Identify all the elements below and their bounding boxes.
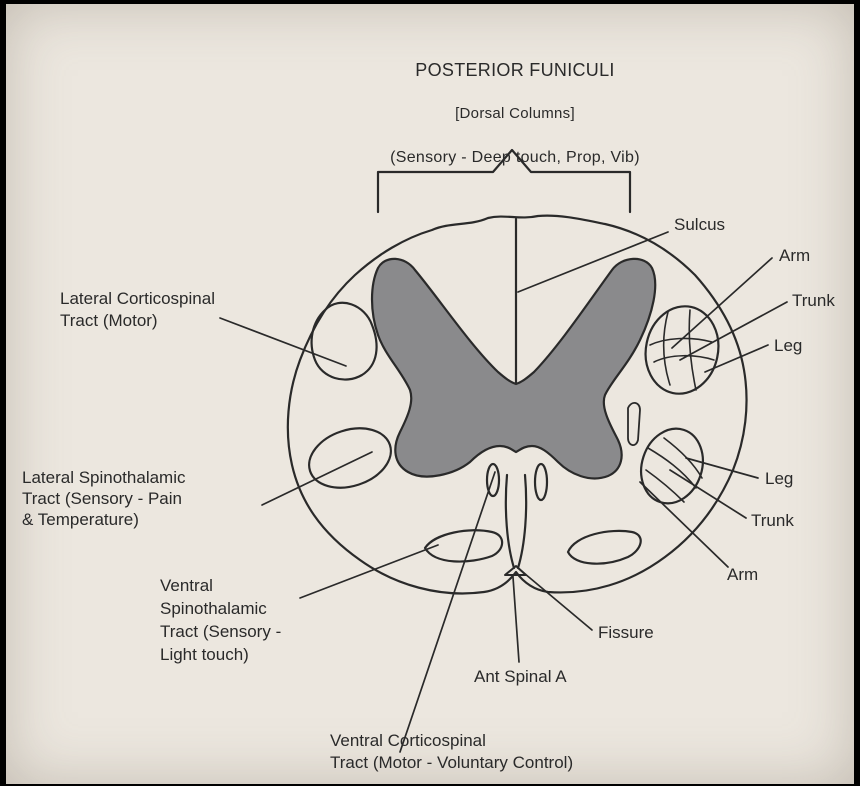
label-ventral-spinothalamic: Ventral Spinothalamic Tract (Sensory - L… xyxy=(160,574,281,666)
label-lower-leg: Leg xyxy=(765,468,793,490)
label-fissure: Fissure xyxy=(598,622,654,644)
leader-ventral-spinothalamic xyxy=(300,545,438,598)
ventral-spinothalamic-tract-right xyxy=(568,531,641,564)
label-upper-arm: Arm xyxy=(779,245,810,267)
leader-ur-leg xyxy=(705,345,768,372)
title-line-2: [Dorsal Columns] xyxy=(320,103,710,125)
label-upper-leg: Leg xyxy=(774,335,802,357)
leader-lateral-corticospinal xyxy=(220,318,346,366)
label-upper-trunk: Trunk xyxy=(792,290,835,312)
anterior-median-fissure xyxy=(506,475,514,568)
leader-ventral-corticospinal xyxy=(400,472,495,752)
title-line-1: POSTERIOR FUNICULI xyxy=(320,59,710,81)
spinothalamic-somatotopy xyxy=(632,421,713,512)
gray-matter xyxy=(372,259,655,479)
leader-fissure xyxy=(518,568,592,630)
leader-lr-arm xyxy=(640,482,728,567)
label-sulcus: Sulcus xyxy=(674,214,725,236)
leader-lr-leg xyxy=(686,458,758,478)
label-lower-arm: Arm xyxy=(727,564,758,586)
leader-lateral-spinothalamic xyxy=(262,452,372,505)
label-lateral-spinothalamic: Lateral Spinothalamic Tract (Sensory - P… xyxy=(22,467,185,530)
label-lower-trunk: Trunk xyxy=(751,510,794,532)
leader-ur-trunk xyxy=(680,302,787,360)
label-ant-spinal-a: Ant Spinal A xyxy=(474,666,567,688)
leader-ur-arm xyxy=(672,258,772,348)
label-lateral-corticospinal: Lateral Corticospinal Tract (Motor) xyxy=(60,288,215,332)
lateral-spinothalamic-tract xyxy=(301,418,398,497)
leader-ant-spinal-a xyxy=(513,577,519,662)
title-line-3: (Sensory - Deep touch, Prop, Vib) xyxy=(320,147,710,169)
ventral-corticospinal-right xyxy=(535,464,547,500)
lateral-horn-right xyxy=(628,403,640,445)
leader-lr-trunk xyxy=(670,470,746,518)
lateral-corticospinal-tract xyxy=(312,303,377,380)
diagram-title: POSTERIOR FUNICULI [Dorsal Columns] (Sen… xyxy=(320,37,710,191)
label-ventral-corticospinal: Ventral Corticospinal Tract (Motor - Vol… xyxy=(330,730,573,774)
